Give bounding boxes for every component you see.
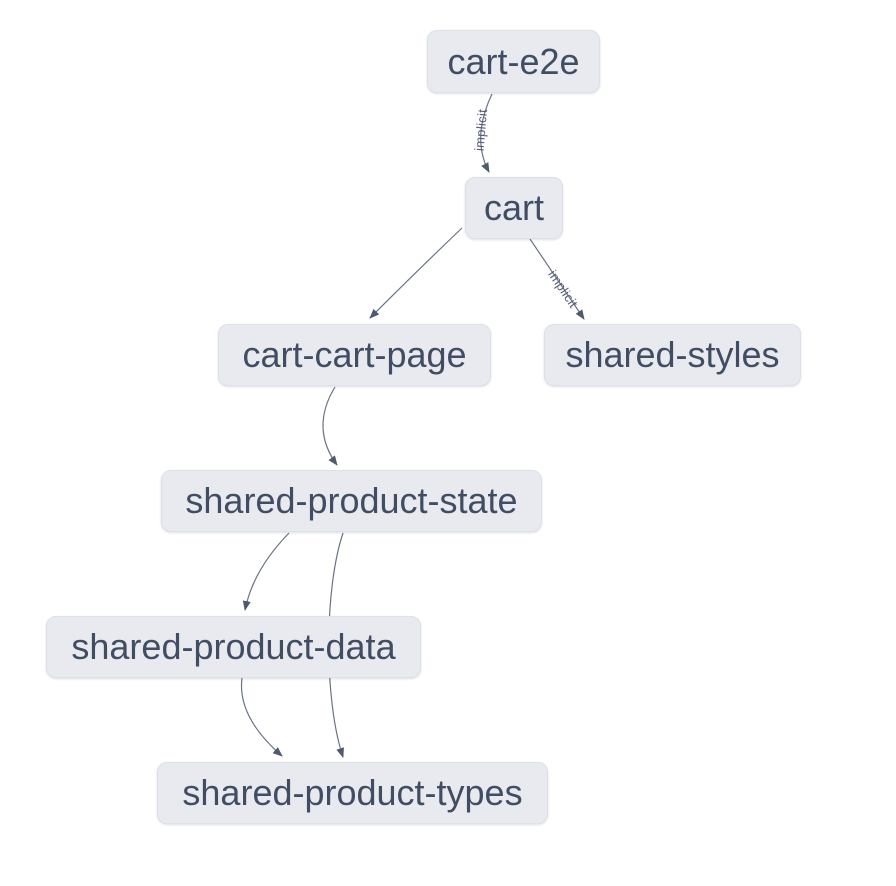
edge-cart-to-cart-cart-page[interactable] <box>369 227 463 319</box>
edge-cart-to-shared-styles[interactable] <box>529 238 585 320</box>
edge-label: implicit <box>471 108 490 151</box>
graph-node-shared-styles[interactable]: shared-styles <box>544 324 801 386</box>
edge-cart-e2e-to-cart[interactable] <box>480 93 493 173</box>
edge-cart-cart-page-to-shared-product-state[interactable] <box>322 386 338 466</box>
graph-node-cart-e2e[interactable]: cart-e2e <box>427 30 600 93</box>
edge-shared-product-state-to-shared-product-data[interactable] <box>242 532 290 611</box>
graph-node-shared-product-data[interactable]: shared-product-data <box>46 616 421 678</box>
graph-node-shared-product-types[interactable]: shared-product-types <box>157 762 548 824</box>
graph-node-cart[interactable]: cart <box>465 177 563 239</box>
graph-node-cart-cart-page[interactable]: cart-cart-page <box>218 324 491 386</box>
edge-label: implicit <box>545 267 581 310</box>
edge-shared-product-data-to-shared-product-types[interactable] <box>240 677 283 757</box>
graph-node-shared-product-state[interactable]: shared-product-state <box>161 470 542 532</box>
